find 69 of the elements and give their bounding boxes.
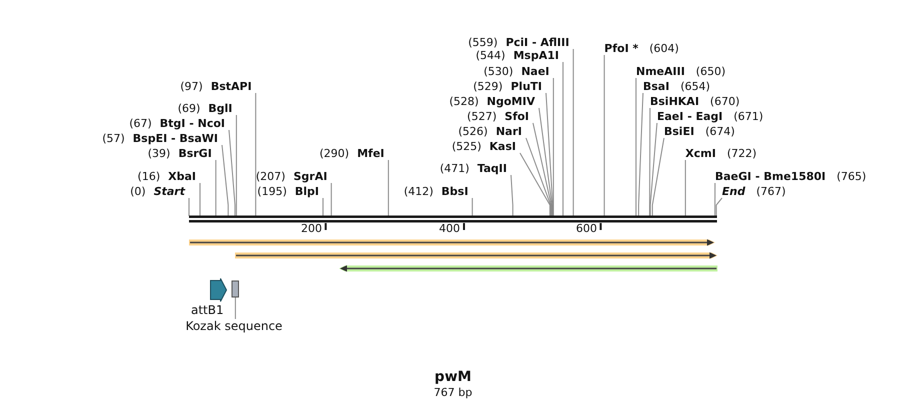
leader-line [552, 78, 554, 216]
leader-line [684, 160, 686, 216]
leader-line [562, 62, 564, 216]
site-label: (526) NarI [458, 125, 522, 138]
site-label: (69) BglI [178, 102, 232, 115]
scale-label: 200 [301, 222, 322, 235]
leader-line [652, 138, 664, 216]
site-label: (529) PluTI [473, 80, 542, 93]
sequence-length: 767 bp [434, 386, 472, 400]
end-marker-label: (0) Start [130, 185, 185, 198]
site-label: (559) PciI - AflIII [468, 36, 570, 49]
site-label: NmeAIII (650) [636, 65, 726, 78]
site-label: XcmI (722) [685, 147, 757, 160]
site-label: (525) KasI [452, 140, 516, 153]
site-label: (16) XbaI [138, 170, 196, 183]
leader-line [188, 198, 190, 216]
map-title: pwM [434, 369, 472, 386]
leader-line [330, 182, 332, 216]
site-label: EaeI - EagI (671) [657, 110, 764, 123]
leader-line [526, 138, 552, 216]
dna-backbone [189, 216, 717, 222]
leader-line [215, 160, 216, 216]
feature-label: Kozak sequence [186, 319, 282, 333]
leader-line [236, 114, 237, 216]
site-label: PfoI * (604) [604, 42, 679, 55]
feature-label: attB1 [191, 303, 224, 317]
leader-line [510, 174, 514, 216]
scale-label: 600 [576, 222, 597, 235]
site-label: BsiHKAI (670) [650, 95, 740, 108]
site-label: BsaI (654) [643, 80, 710, 93]
site-label: (207) SgrAI [256, 170, 328, 183]
site-label: (527) SfoI [467, 110, 529, 123]
leader-line [228, 130, 236, 216]
leader-line [532, 122, 552, 216]
leader-line [255, 92, 256, 216]
feature-block [232, 280, 239, 298]
leader-line [638, 92, 644, 216]
leader-line [234, 296, 236, 320]
leader-line [650, 122, 658, 216]
leader-line [714, 182, 716, 216]
site-label: BaeGI - Bme1580I (765) [715, 170, 866, 183]
leader-line [716, 198, 722, 216]
site-label: (412) BbsI [404, 185, 468, 198]
site-label: (530) NaeI [484, 65, 550, 78]
leader-line [520, 152, 550, 216]
site-label: (57) BspEI - BsaWI [102, 132, 218, 145]
leader-line [649, 108, 650, 216]
leader-line [538, 108, 552, 216]
site-label: (39) BsrGI [148, 147, 212, 160]
site-label: (97) BstAPI [180, 80, 252, 93]
leader-line [572, 48, 574, 216]
site-label: (290) MfeI [320, 147, 384, 160]
leader-line [604, 54, 605, 216]
orf-feature [235, 252, 718, 259]
site-label: (67) BtgI - NcoI [129, 117, 225, 130]
orf-feature [339, 265, 718, 272]
site-label: (528) NgoMIV [449, 95, 535, 108]
site-label: (544) MspA1I [476, 49, 559, 62]
scale-label: 400 [439, 222, 460, 235]
leader-line [322, 198, 324, 216]
leader-line [472, 198, 473, 216]
end-marker-label: End (767) [722, 185, 786, 198]
leader-line [388, 160, 389, 216]
orf-feature [189, 239, 715, 246]
leader-line [222, 144, 229, 216]
site-label: (195) BlpI [257, 185, 319, 198]
leader-line [546, 92, 554, 216]
site-label: BsiEI (674) [664, 125, 735, 138]
site-label: (471) TaqII [440, 162, 507, 175]
